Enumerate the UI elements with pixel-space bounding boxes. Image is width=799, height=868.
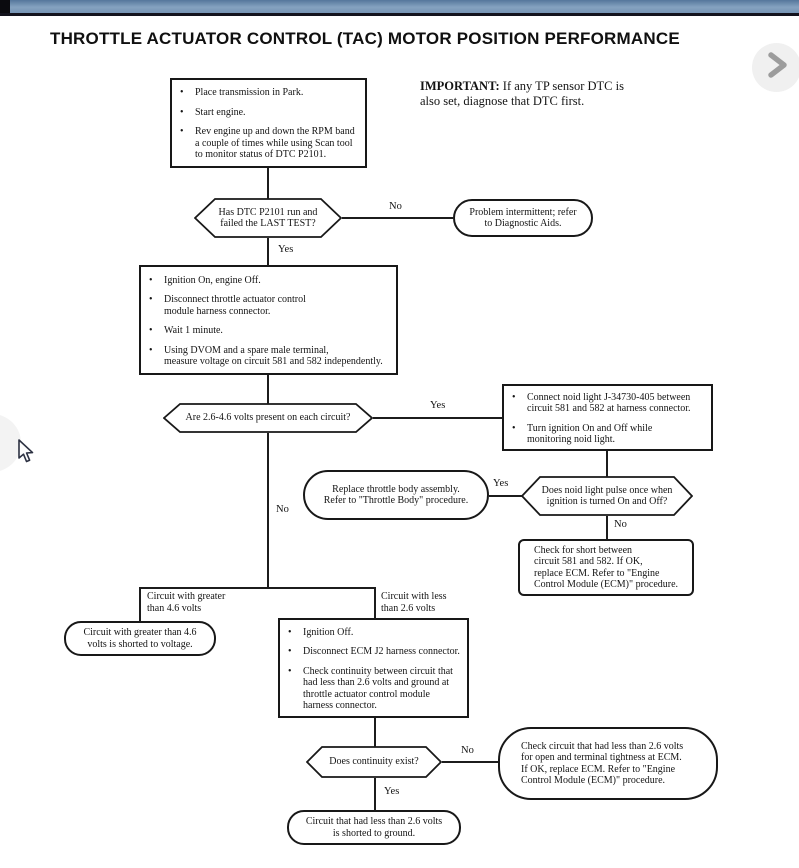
connector-branch-bar [139, 587, 376, 589]
important-label: IMPORTANT: [420, 79, 500, 93]
connector-voltage-to-volts [267, 375, 269, 404]
decision-noid-pulse-text: Does noid light pulse once when ignition… [541, 484, 673, 508]
connector-branch-low [374, 587, 376, 619]
important-note: IMPORTANT: If any TP sensor DTC is also … [420, 79, 665, 109]
label-no-pulse: No [614, 519, 627, 530]
connector-volts-no [267, 433, 269, 589]
connector-box-to-continuity [374, 718, 376, 747]
bullet-icon: • [288, 646, 292, 657]
bullet-text: Check continuity between circuit that ha… [303, 665, 453, 712]
connector-continuity-no [442, 761, 498, 763]
top-bar-notch [0, 0, 10, 13]
page-title: THROTTLE ACTUATOR CONTROL (TAC) MOTOR PO… [50, 29, 680, 48]
connector-pulse-yes [489, 495, 522, 497]
bullet-icon: • [512, 391, 516, 403]
connector-prep-to-dtc [267, 168, 269, 199]
label-yes-volts: Yes [430, 400, 446, 411]
label-no-continuity: No [461, 745, 474, 756]
bullet-item: • Disconnect ECM J2 harness connector. [288, 646, 461, 658]
decision-dtc-run-text: Has DTC P2101 run and failed the LAST TE… [218, 206, 318, 230]
step-voltage-check-box: • Ignition On, engine Off. • Disconnect thr… [139, 265, 398, 375]
bullet-text: Ignition On, engine Off. [164, 274, 261, 286]
label-branch-high-voltage: Circuit with greater than 4.6 volts [147, 591, 226, 614]
step-continuity-check-box: • Ignition Off. • Disconnect ECM J2 harness… [278, 618, 469, 718]
previous-page-button[interactable] [0, 414, 21, 472]
bullet-item: • Place transmission in Park. [180, 87, 359, 99]
important-text: If any TP sensor DTC is also set, diagno… [420, 79, 624, 108]
bullet-text: Ignition Off. [303, 626, 354, 638]
bullet-icon: • [149, 294, 153, 305]
label-branch-low-voltage: Circuit with less than 2.6 volts [381, 591, 447, 614]
bullet-text: Rev engine up and down the RPM band a co… [195, 126, 355, 161]
bullet-text: Using DVOM and a spare male terminal, me… [164, 344, 383, 368]
decision-continuity: Does continuity exist? [306, 746, 442, 778]
connector-volts-yes [373, 417, 502, 419]
bullet-item: • Ignition On, engine Off. [149, 275, 390, 287]
bullet-icon: • [180, 106, 184, 118]
bullet-icon: • [288, 665, 292, 677]
connector-continuity-yes [374, 778, 376, 811]
bullet-text: Wait 1 minute. [164, 325, 223, 336]
bullet-text: Start engine. [195, 106, 246, 118]
bullet-item: • Wait 1 minute. [149, 325, 390, 337]
chevron-right-icon [762, 48, 792, 87]
bullet-icon: • [180, 87, 184, 99]
bullet-text: Disconnect throttle actuator control mod… [164, 294, 306, 317]
bullet-icon: • [149, 274, 153, 286]
bullet-item: • Using DVOM and a spare male terminal, m… [149, 345, 390, 368]
decision-volts-present: Are 2.6-4.6 volts present on each circui… [163, 403, 373, 433]
decision-dtc-run: Has DTC P2101 run and failed the LAST TE… [194, 198, 342, 238]
bullet-item: • Rev engine up and down the RPM band a c… [180, 126, 359, 161]
terminal-replace-throttle-body: Replace throttle body assembly. Refer to… [303, 470, 489, 520]
terminal-intermittent: Problem intermittent; refer to Diagnosti… [453, 199, 593, 237]
bullet-item: • Connect noid light J-34730-405 between … [512, 392, 705, 415]
bullet-item: • Ignition Off. [288, 627, 461, 639]
bullet-icon: • [288, 626, 292, 638]
terminal-check-open: Check circuit that had less than 2.6 vol… [498, 727, 718, 800]
decision-noid-pulse: Does noid light pulse once when ignition… [521, 476, 693, 516]
next-page-button[interactable] [752, 43, 799, 92]
connector-noid-to-pulse [606, 451, 608, 477]
bullet-item: • Turn ignition On and Off while monitori… [512, 423, 705, 446]
connector-dtc-yes [267, 238, 269, 266]
label-no-volts: No [276, 504, 289, 515]
bullet-icon: • [149, 325, 153, 336]
bullet-icon: • [149, 344, 153, 356]
bullet-text: Disconnect ECM J2 harness connector. [303, 646, 460, 657]
terminal-shorted-to-voltage: Circuit with greater than 4.6 volts is s… [64, 621, 216, 656]
terminal-shorted-to-ground: Circuit that had less than 2.6 volts is … [287, 810, 461, 845]
decision-continuity-text: Does continuity exist? [329, 756, 419, 768]
bullet-text: Connect noid light J-34730-405 between c… [527, 391, 691, 415]
mouse-cursor-icon [16, 439, 36, 465]
connector-dtc-no [342, 217, 453, 219]
step-prep-box: • Place transmission in Park. • Start engin… [170, 78, 367, 168]
label-yes-dtc: Yes [278, 244, 294, 255]
label-yes-continuity: Yes [384, 786, 400, 797]
window-top-bar [0, 0, 799, 16]
bullet-item: • Start engine. [180, 107, 359, 119]
bullet-icon: • [180, 126, 184, 138]
bullet-item: • Disconnect throttle actuator control mo… [149, 294, 390, 317]
terminal-check-short: Check for short between circuit 581 and … [518, 539, 694, 596]
connector-pulse-no [606, 516, 608, 540]
bullet-text: Place transmission in Park. [195, 87, 304, 99]
step-noid-light-box: • Connect noid light J-34730-405 between … [502, 384, 713, 451]
decision-volts-present-text: Are 2.6-4.6 volts present on each circui… [185, 412, 351, 424]
connector-branch-high [139, 587, 141, 622]
bullet-text: Turn ignition On and Off while monitorin… [527, 422, 653, 446]
bullet-icon: • [512, 422, 516, 434]
label-yes-pulse: Yes [493, 478, 509, 489]
bullet-item: • Check continuity between circuit that h… [288, 666, 461, 712]
label-no-dtc: No [389, 201, 402, 212]
